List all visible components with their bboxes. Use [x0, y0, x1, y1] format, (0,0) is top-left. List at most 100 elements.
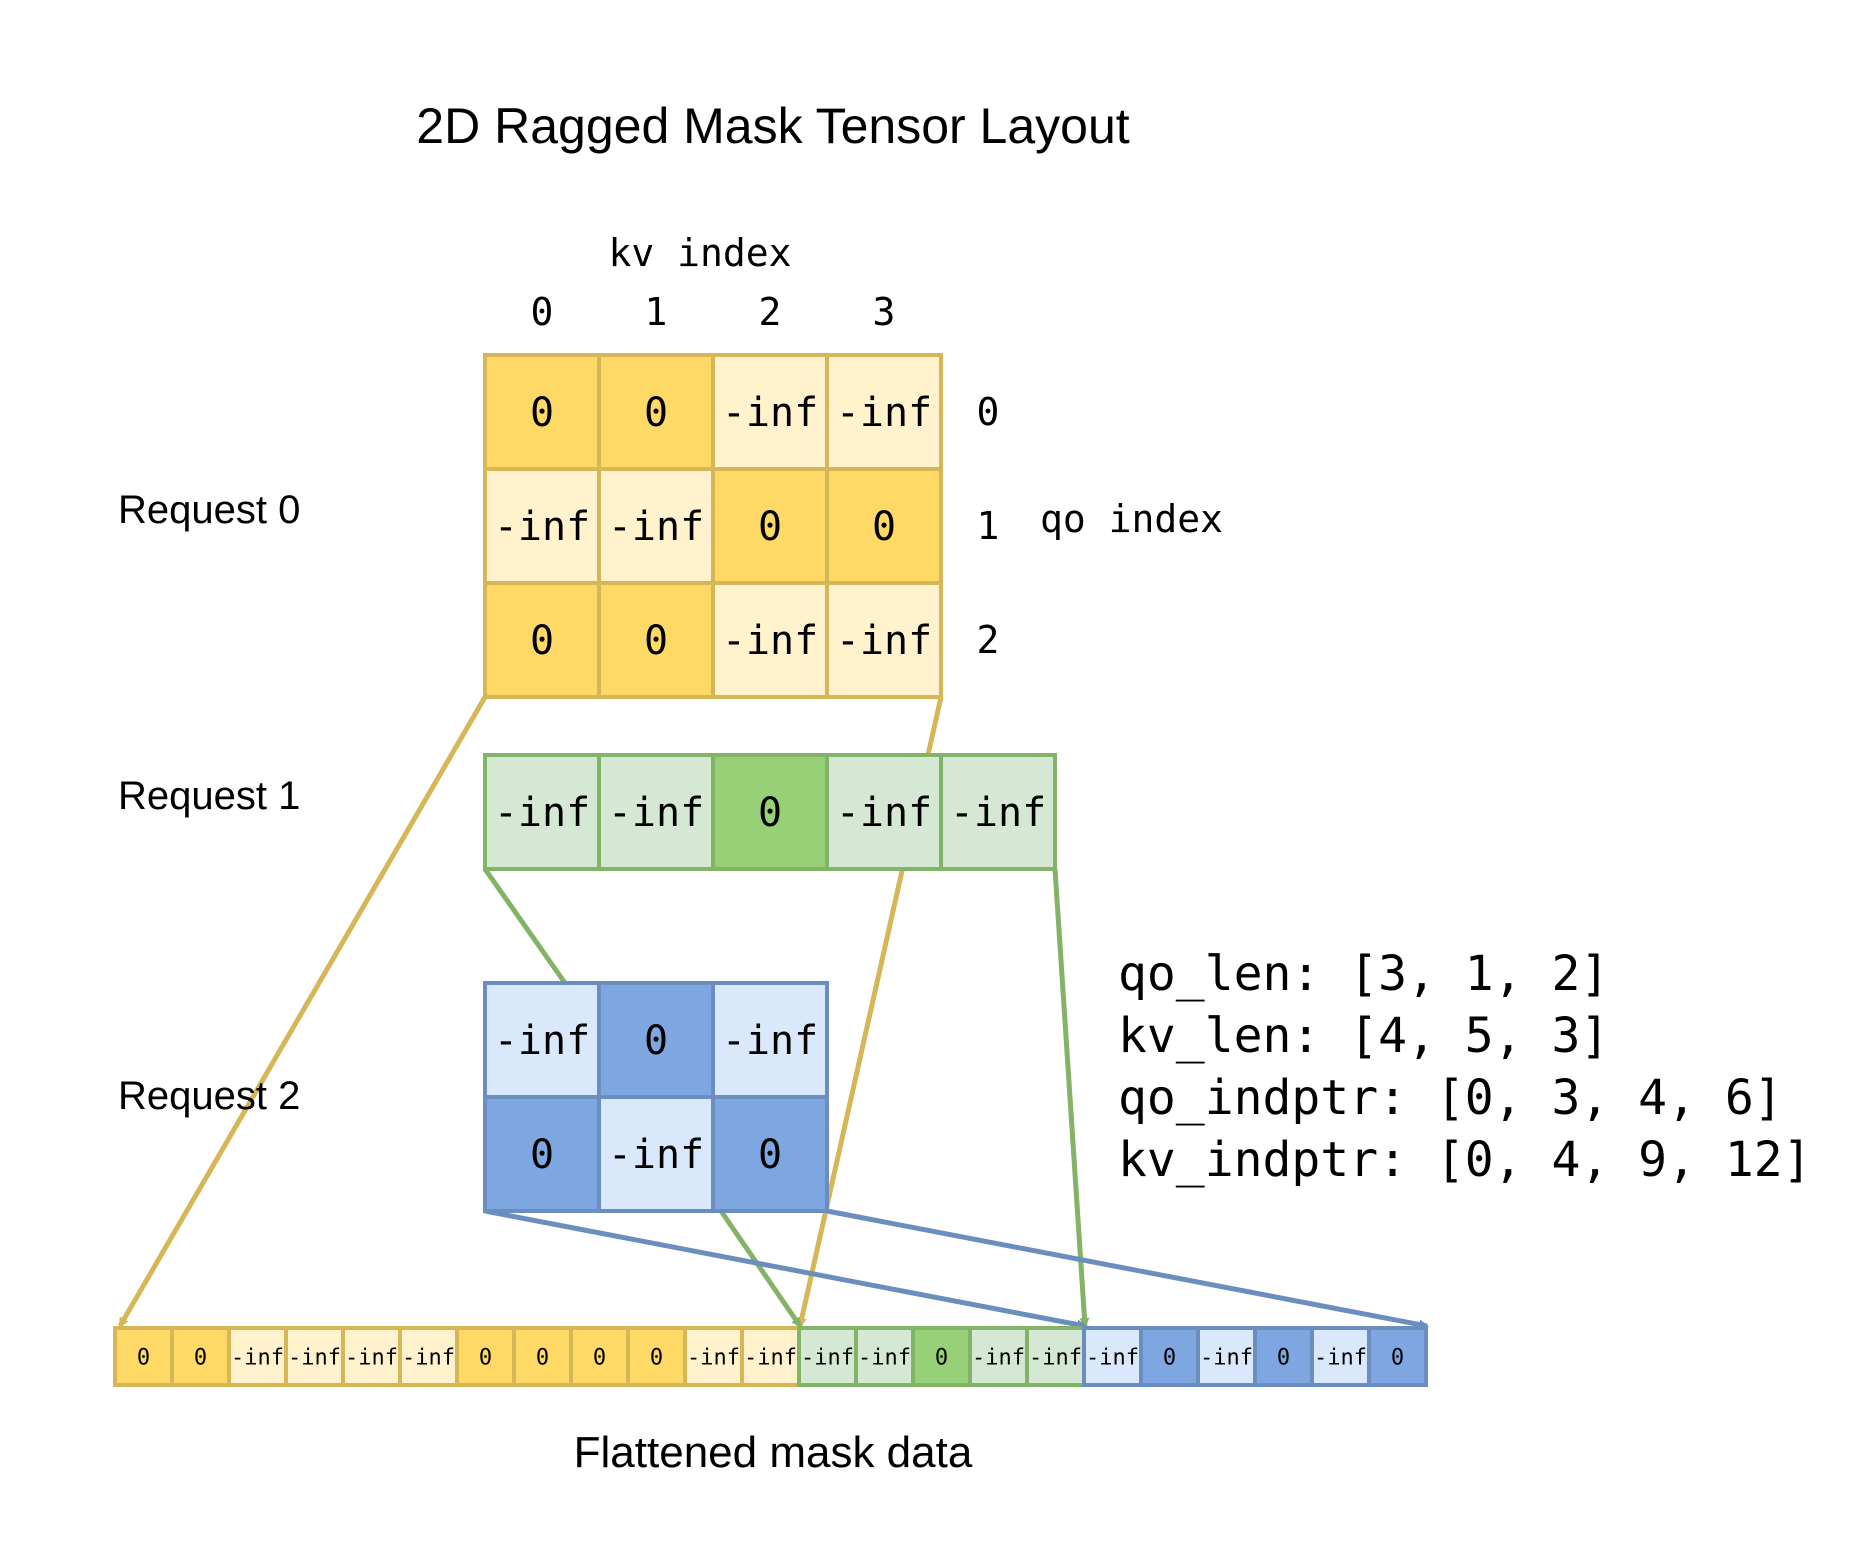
flat-cell-value: 0 — [1277, 1346, 1290, 1371]
request-grid: -inf -inf 0 -inf -inf — [483, 753, 1057, 871]
mask-cell-value: -inf — [836, 618, 932, 664]
flat-cell-value: 0 — [593, 1346, 606, 1371]
flat-cell — [170, 1326, 231, 1387]
flat-cell-value: 0 — [479, 1346, 492, 1371]
info-line: kv_len: [4, 5, 3] — [1118, 1008, 1609, 1064]
kv-axis-label: kv index — [608, 231, 791, 275]
flat-cell-value: -inf — [402, 1346, 455, 1371]
flat-cell-value: -inf — [858, 1346, 911, 1371]
kv-index-label: 3 — [873, 290, 896, 334]
mask-cell-value: 0 — [530, 390, 554, 436]
mask-cell-value: 0 — [758, 504, 782, 550]
request-grid: 0 0 -inf -inf -inf -inf 0 0 0 0 -inf -inf — [483, 353, 943, 699]
kv-index-label: 1 — [645, 290, 668, 334]
mask-cell — [597, 1095, 715, 1213]
mask-cell — [825, 753, 943, 871]
mask-cell-value: 0 — [758, 1132, 782, 1178]
flat-cell-value: 0 — [194, 1346, 207, 1371]
qo-index-label: 0 — [977, 390, 1000, 434]
flat-cell — [683, 1326, 744, 1387]
mask-cell-value: 0 — [530, 618, 554, 664]
connector-arrow — [826, 1208, 1429, 1330]
qo-index-labels: 0 1 2 — [977, 390, 1000, 662]
mask-cell-value: -inf — [494, 790, 590, 836]
mask-cell-value: 0 — [644, 1018, 668, 1064]
mask-cell — [483, 753, 601, 871]
mask-cell-value: -inf — [608, 790, 704, 836]
flat-cell-value: 0 — [536, 1346, 549, 1371]
mask-cell — [711, 1095, 829, 1213]
qo-index-label: 2 — [977, 618, 1000, 662]
flat-cell — [455, 1326, 516, 1387]
mask-cell — [939, 753, 1057, 871]
mask-cell-value: 0 — [758, 790, 782, 836]
mask-cell-value: -inf — [608, 504, 704, 550]
flat-cell-value: -inf — [1200, 1346, 1253, 1371]
flat-cell-value: -inf — [972, 1346, 1025, 1371]
request-label: Request 1 — [118, 774, 300, 818]
mask-cell-value: -inf — [836, 390, 932, 436]
flat-cell — [626, 1326, 687, 1387]
mask-cell — [483, 1095, 601, 1213]
flat-cell — [341, 1326, 402, 1387]
mask-cell — [597, 981, 715, 1099]
request-label: Request 0 — [118, 488, 300, 532]
mask-cell-value: -inf — [494, 1018, 590, 1064]
flat-cell-value: -inf — [801, 1346, 854, 1371]
request-labels: Request 0 Request 1 Request 2 — [118, 488, 300, 1118]
mask-cell-value: -inf — [722, 390, 818, 436]
flat-cell-value: 0 — [137, 1346, 150, 1371]
qo-axis-label: qo index — [1040, 497, 1223, 541]
request-label: Request 2 — [118, 1074, 300, 1118]
flat-cell-value: -inf — [744, 1346, 797, 1371]
mask-cell-value: 0 — [872, 504, 896, 550]
connector-arrow — [117, 695, 488, 1328]
mask-cell-value: -inf — [950, 790, 1046, 836]
kv-index-label: 0 — [531, 290, 554, 334]
mask-cell — [711, 581, 829, 699]
mask-cell — [597, 353, 715, 471]
flat-cell — [1367, 1326, 1428, 1387]
mask-cell-value: -inf — [722, 618, 818, 664]
flat-cell — [1310, 1326, 1371, 1387]
connector-arrow — [482, 867, 568, 985]
mask-cell-value: -inf — [836, 790, 932, 836]
flat-cell — [398, 1326, 459, 1387]
mask-cell — [825, 467, 943, 585]
connector-arrow — [484, 1208, 1087, 1330]
mask-cell — [483, 467, 601, 585]
flat-cell — [227, 1326, 288, 1387]
flat-cell — [740, 1326, 801, 1387]
flat-cell-value: -inf — [1314, 1346, 1367, 1371]
kv-index-labels: 0 1 2 3 — [531, 290, 896, 334]
mask-cell-value: 0 — [644, 618, 668, 664]
mask-cell-value: -inf — [494, 504, 590, 550]
info-line: qo_len: [3, 1, 2] — [1118, 946, 1609, 1002]
mask-cell-value: 0 — [644, 390, 668, 436]
flat-cell — [1025, 1326, 1086, 1387]
flat-cell-value: 0 — [1163, 1346, 1176, 1371]
mask-cell-value: -inf — [722, 1018, 818, 1064]
kv-index-label: 2 — [759, 290, 782, 334]
diagram-title: 2D Ragged Mask Tensor Layout — [416, 98, 1129, 154]
mask-cell-value: 0 — [530, 1132, 554, 1178]
flat-cell-value: -inf — [231, 1346, 284, 1371]
mask-cell — [825, 581, 943, 699]
mask-cell — [597, 467, 715, 585]
flat-cell — [113, 1326, 174, 1387]
flat-cell-value: -inf — [1086, 1346, 1139, 1371]
qo-index-label: 1 — [977, 504, 1000, 548]
flat-cell-value: -inf — [1029, 1346, 1082, 1371]
flat-cell-value: 0 — [1391, 1346, 1404, 1371]
flat-cell-value: -inf — [345, 1346, 398, 1371]
flat-cell-value: -inf — [687, 1346, 740, 1371]
flat-cell — [854, 1326, 915, 1387]
mask-cell — [711, 353, 829, 471]
connector-arrow — [718, 1209, 803, 1328]
flat-cell-value: 0 — [935, 1346, 948, 1371]
mask-cell — [483, 581, 601, 699]
info-line: kv_indptr: [0, 4, 9, 12] — [1118, 1132, 1812, 1188]
